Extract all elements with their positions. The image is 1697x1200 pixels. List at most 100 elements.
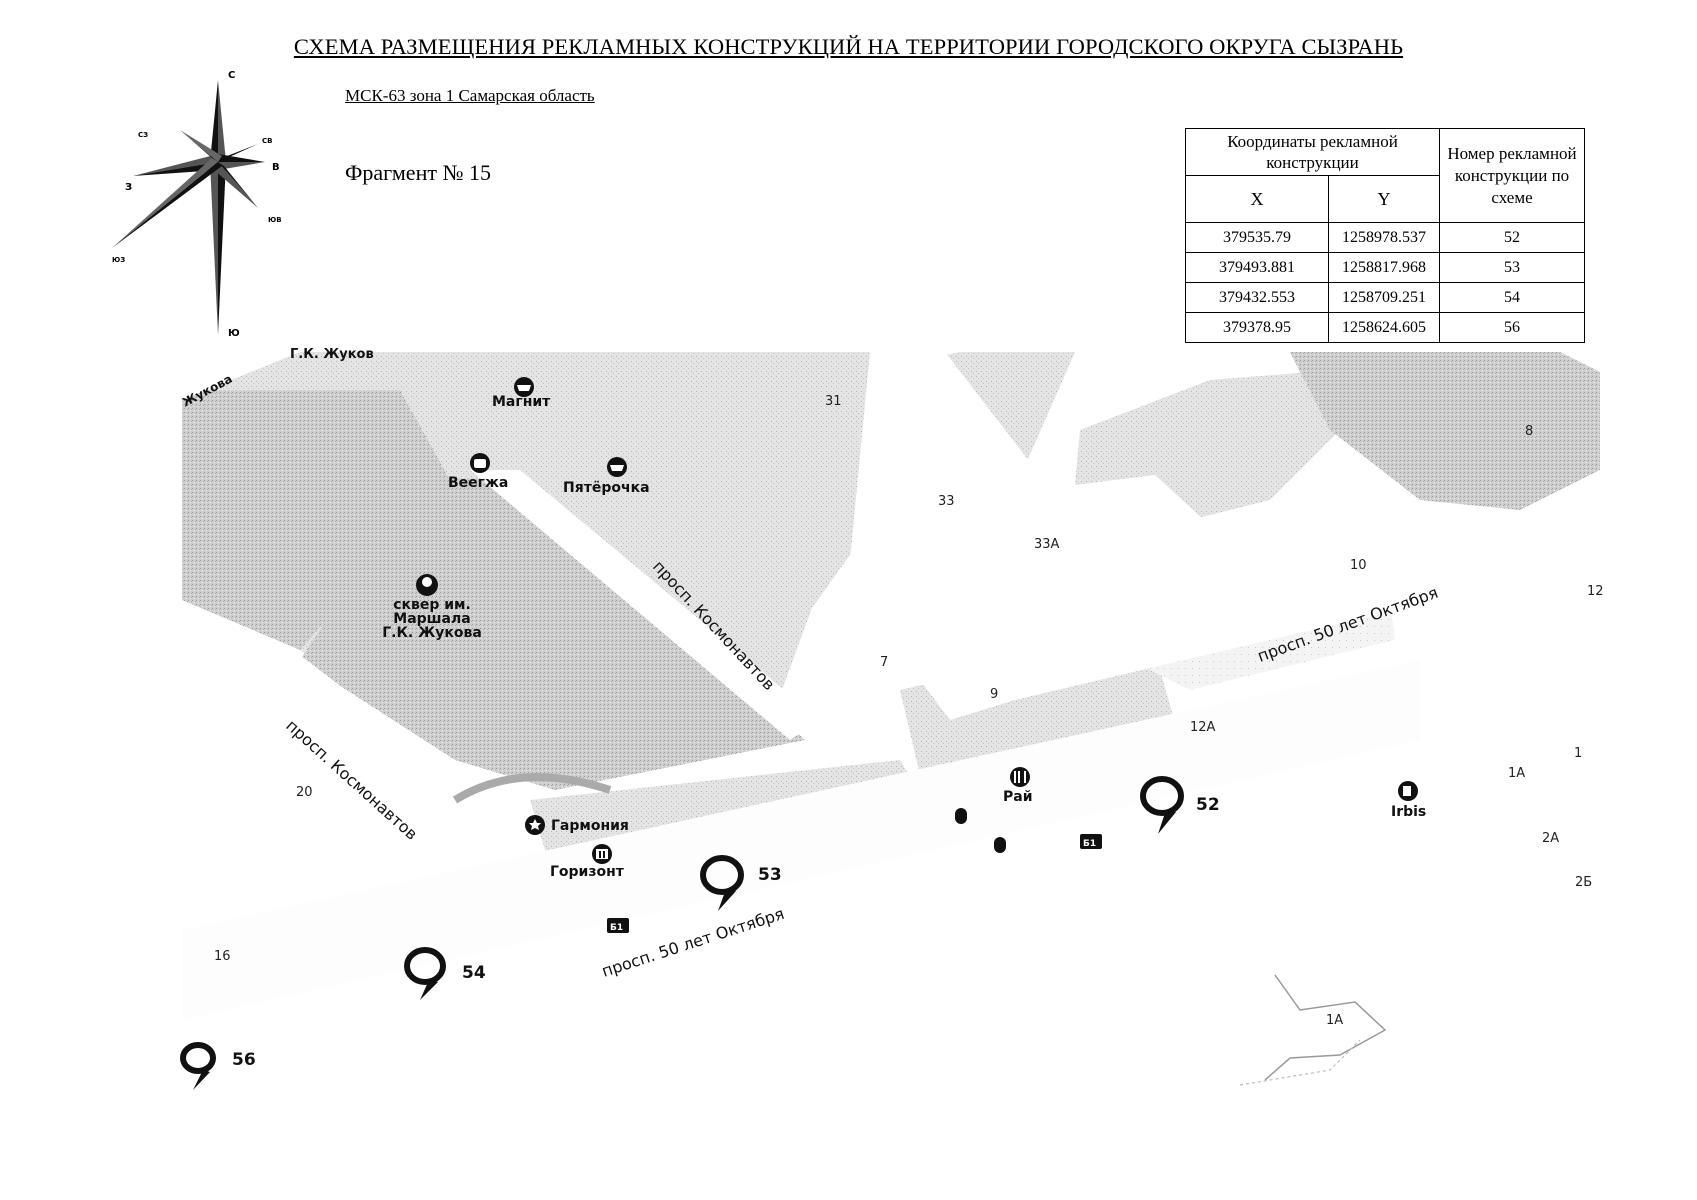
cell-num: 53 bbox=[1439, 252, 1585, 283]
poi-label-park-line-1: сквер им. bbox=[393, 597, 471, 613]
house-number: 10 bbox=[1350, 558, 1367, 573]
road-kosmonavtov-lower bbox=[182, 610, 450, 790]
compass-nw-point-shade bbox=[180, 130, 222, 162]
marker-label: 52 bbox=[1196, 795, 1220, 815]
map-pin-icon bbox=[700, 855, 745, 895]
ad-marker-52[interactable]: 52 bbox=[1140, 776, 1220, 834]
road-zhukova bbox=[182, 352, 300, 400]
cell-y: 1258817.968 bbox=[1328, 252, 1440, 283]
compass-east-point-shade bbox=[218, 162, 265, 170]
poi-gorizont[interactable]: Горизонт bbox=[550, 844, 625, 880]
fragment-number: Фрагмент № 15 bbox=[345, 160, 491, 185]
map-pin-icon bbox=[1140, 776, 1185, 816]
cell-y: 1258978.537 bbox=[1328, 222, 1440, 253]
poi-label-rai: Рай bbox=[1003, 789, 1033, 805]
road-50-let-oktyabrya bbox=[182, 660, 1420, 1020]
basket-glyph bbox=[610, 465, 624, 471]
house-number: 1 bbox=[1574, 746, 1582, 761]
compass-label-sw: ЮЗ bbox=[112, 256, 125, 264]
marker-label: 56 bbox=[232, 1050, 256, 1070]
house-number: 2Б bbox=[1575, 875, 1592, 890]
poi-zhukov-square[interactable]: сквер им. Маршала Г.К. Жукова bbox=[382, 574, 482, 641]
compass-north-point bbox=[210, 80, 218, 162]
compass-sw-point-shade bbox=[112, 162, 222, 248]
bus-stop-icon bbox=[1080, 834, 1102, 849]
poi-label-park-line-2: Маршала bbox=[393, 611, 470, 627]
compass-label-s: Ю bbox=[228, 328, 240, 339]
block-8 bbox=[1290, 352, 1600, 510]
road-kosmonavtov-upper bbox=[470, 470, 820, 740]
house-number: 12А bbox=[1190, 720, 1216, 735]
poi-garmoniya[interactable]: Гармония bbox=[525, 815, 629, 835]
bus-stop-badge: Б1 bbox=[1083, 839, 1096, 849]
map-pin-tail bbox=[193, 1070, 210, 1090]
house-number: 20 bbox=[296, 785, 313, 800]
ad-marker-54[interactable]: 54 bbox=[404, 947, 486, 1000]
compass-north-point-shade bbox=[218, 80, 226, 162]
ad-marker-53[interactable]: 53 bbox=[700, 855, 782, 911]
star-glyph bbox=[529, 819, 541, 830]
poi-label-park-line-3: Г.К. Жукова bbox=[382, 625, 482, 641]
house-number: 16 bbox=[214, 949, 231, 964]
compass-rose-icon: С Ю В З СВ СЗ ЮВ ЮЗ bbox=[112, 70, 282, 339]
compass-west-point bbox=[133, 154, 218, 176]
map-pin-tail bbox=[420, 980, 438, 1000]
bus-stop-2[interactable]: Б1 bbox=[607, 918, 629, 933]
cell-y: 1258709.251 bbox=[1328, 282, 1440, 313]
poi-magnit[interactable]: Магнит bbox=[492, 377, 551, 410]
house-number: 7 bbox=[880, 655, 888, 670]
house-number: 1А bbox=[1508, 766, 1525, 781]
y-header: Y bbox=[1328, 175, 1440, 223]
compass-label-e: В bbox=[272, 162, 280, 173]
compass-sw-point bbox=[112, 158, 218, 248]
ad-marker-56[interactable]: 56 bbox=[180, 1042, 256, 1090]
road-junction bbox=[850, 352, 1420, 720]
compass-ne-point bbox=[218, 144, 258, 162]
table-row: 379493.881 1258817.968 53 bbox=[1185, 252, 1585, 283]
poi-pyaterochka[interactable]: Пятёрочка bbox=[563, 457, 650, 496]
house-number: 1А bbox=[1326, 1013, 1343, 1028]
transit-marker-icon bbox=[955, 808, 967, 824]
building-outline-1a bbox=[1264, 974, 1387, 1081]
compass-label-nw: СЗ bbox=[138, 131, 148, 139]
transit-marker-icon bbox=[994, 837, 1006, 853]
cell-x: 379378.95 bbox=[1185, 312, 1329, 343]
page-title: СХЕМА РАЗМЕЩЕНИЯ РЕКЛАМНЫХ КОНСТРУКЦИЙ Н… bbox=[293, 34, 1404, 59]
cutlery-glyph bbox=[1014, 771, 1026, 783]
cell-x: 379493.881 bbox=[1185, 252, 1329, 283]
cell-y: 1258624.605 bbox=[1328, 312, 1440, 343]
poi-label-irbis: Irbis bbox=[1391, 804, 1426, 820]
institution-glyph-base bbox=[596, 849, 608, 859]
poi-label-veerzha: Веегжа bbox=[448, 475, 508, 491]
table-row: 379535.79 1258978.537 52 bbox=[1185, 222, 1585, 253]
house-number: 33 bbox=[938, 494, 955, 509]
coords-header: Координаты рекламной конструкции bbox=[1185, 128, 1440, 176]
house-number: 9 bbox=[990, 687, 998, 702]
path-arc bbox=[452, 773, 612, 804]
tree-glyph bbox=[422, 577, 432, 587]
cell-x: 379432.553 bbox=[1185, 282, 1329, 313]
compass-label-n: С bbox=[228, 70, 235, 81]
bus-stop-badge: Б1 bbox=[610, 923, 623, 933]
poi-irbis[interactable]: Irbis bbox=[1391, 781, 1426, 820]
bus-stop-1[interactable]: Б1 bbox=[1080, 834, 1102, 849]
house-number: 33А bbox=[1034, 537, 1060, 552]
coordinates-table: Координаты рекламной конструкции Номер р… bbox=[1185, 128, 1585, 343]
bag-glyph bbox=[474, 459, 486, 468]
map-pin-tail bbox=[1158, 810, 1176, 834]
building-outline-1a-dashed bbox=[1239, 1039, 1361, 1086]
number-header: Номер рекламной конструкции по схеме bbox=[1439, 128, 1585, 223]
bus-stop-icon bbox=[607, 918, 629, 933]
basket-glyph bbox=[517, 385, 531, 391]
compass-se-point-shade bbox=[214, 162, 258, 208]
poi-veerzha[interactable]: Веегжа bbox=[448, 453, 508, 491]
compass-label-ne: СВ bbox=[262, 137, 272, 145]
house-number: 2А bbox=[1542, 831, 1559, 846]
table-row: 379432.553 1258709.251 54 bbox=[1185, 282, 1585, 313]
institution-glyph-column-2 bbox=[603, 851, 605, 858]
poi-rai[interactable]: Рай bbox=[1003, 767, 1033, 805]
compass-west-point-shade bbox=[133, 162, 218, 176]
poi-label-pyaterochka: Пятёрочка bbox=[563, 480, 650, 496]
poi-label-garmoniya: Гармония bbox=[551, 818, 629, 834]
